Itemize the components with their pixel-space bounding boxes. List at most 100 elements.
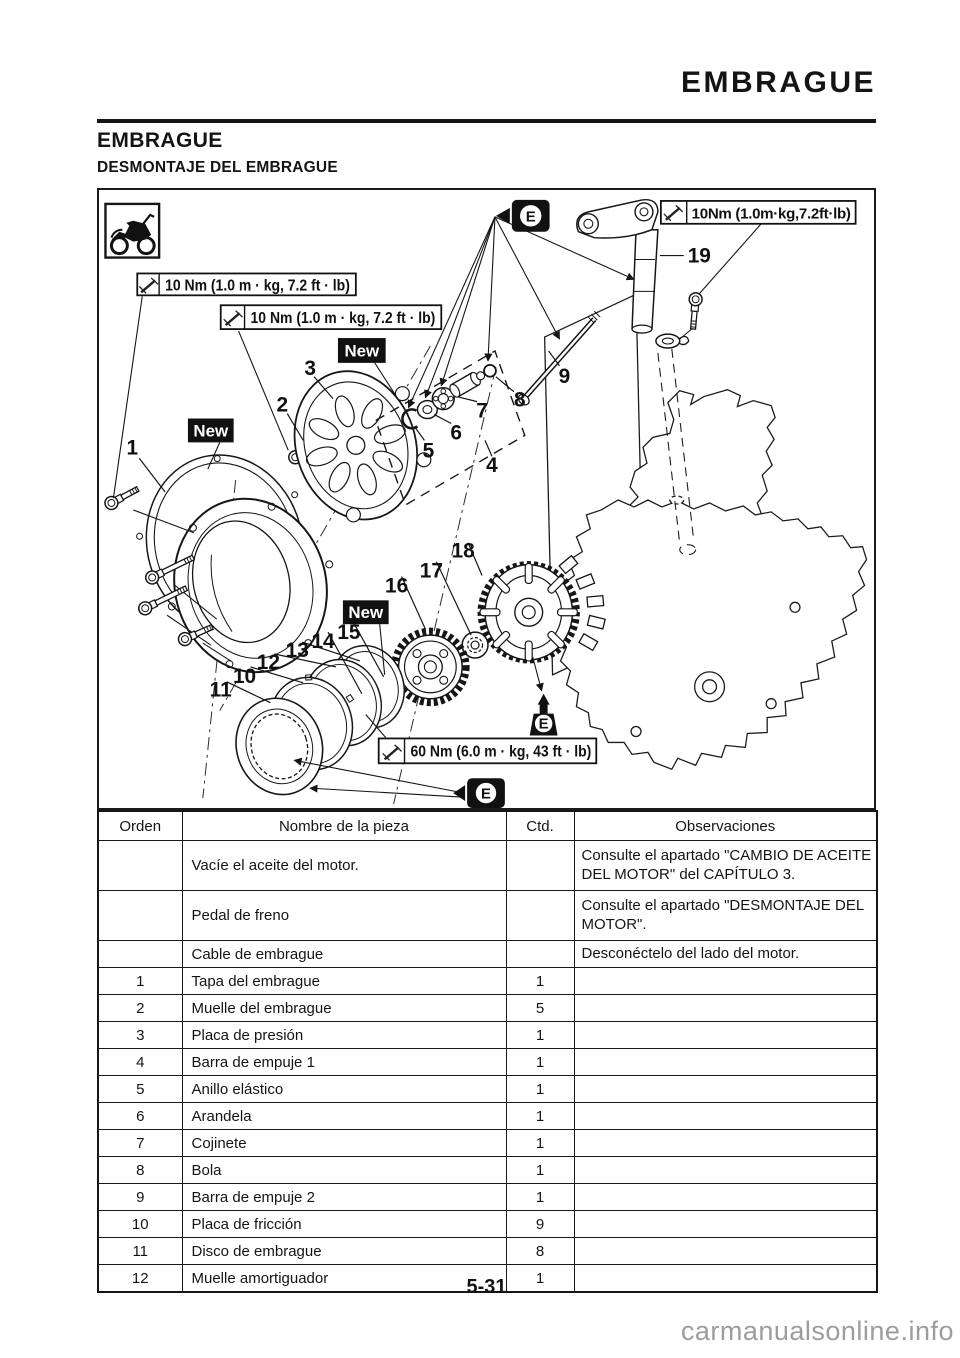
col-header-orden: Orden bbox=[97, 810, 183, 841]
cell-ctd bbox=[505, 940, 575, 968]
gear-segments bbox=[558, 554, 606, 652]
cell-ctd bbox=[505, 890, 575, 941]
push-lever bbox=[576, 198, 659, 334]
cell-orden: 8 bbox=[97, 1156, 183, 1184]
torque-callout-text: 10Nm (1.0m·kg,7.2ft·lb) bbox=[692, 206, 851, 222]
parts-table: Orden Nombre de la pieza Ctd. Observacio… bbox=[97, 810, 878, 1293]
washer bbox=[416, 399, 439, 420]
cell-ctd bbox=[505, 840, 575, 891]
parts-table-body: Vacíe el aceite del motor. Consulte el ap… bbox=[97, 840, 878, 1293]
header-rule bbox=[97, 119, 876, 123]
torque-callout-cover-2: 10 Nm (1.0 m · kg, 7.2 ft · lb) bbox=[219, 304, 443, 451]
cell-observaciones bbox=[573, 1075, 878, 1103]
cell-observaciones bbox=[573, 1156, 878, 1184]
part-label-3: 3 bbox=[304, 357, 316, 380]
cell-observaciones: Consulte el apartado "DESMONTAJE DEL MOT… bbox=[573, 890, 878, 941]
cell-ctd: 5 bbox=[505, 994, 575, 1022]
oil-symbol-letter: E bbox=[539, 717, 549, 733]
cell-ctd: 1 bbox=[505, 1021, 575, 1049]
new-badge-gasket: New bbox=[187, 418, 234, 470]
cell-observaciones bbox=[573, 1210, 878, 1238]
cell-observaciones bbox=[573, 1129, 878, 1157]
cell-nombre: Cojinete bbox=[181, 1129, 507, 1157]
cell-nombre: Tapa del embrague bbox=[181, 967, 507, 995]
cell-observaciones bbox=[573, 967, 878, 995]
cell-nombre: Disco de embrague bbox=[181, 1237, 507, 1265]
cell-nombre: Vacíe el aceite del motor. bbox=[181, 840, 507, 891]
torque-callout-nut: 60 Nm (6.0 m · kg, 43 ft · lb) bbox=[365, 714, 598, 765]
part-label-18: 18 bbox=[452, 540, 475, 563]
cell-observaciones bbox=[573, 1102, 878, 1130]
cell-ctd: 8 bbox=[505, 1237, 575, 1265]
motorcycle-icon bbox=[104, 202, 161, 259]
push-rod-2 bbox=[517, 310, 601, 406]
part-label-11: 11 bbox=[210, 679, 232, 702]
col-header-ctd: Ctd. bbox=[505, 810, 575, 841]
torque-callout-cover-1: 10 Nm (1.0 m · kg, 7.2 ft · lb) bbox=[112, 272, 357, 499]
cell-ctd: 1 bbox=[505, 1102, 575, 1130]
cell-observaciones bbox=[573, 994, 878, 1022]
table-row: Vacíe el aceite del motor.Consulte el ap… bbox=[97, 840, 878, 891]
cell-orden: 3 bbox=[97, 1021, 183, 1049]
part-label-12: 12 bbox=[257, 651, 280, 674]
cell-orden: 9 bbox=[97, 1183, 183, 1211]
cell-observaciones bbox=[573, 1264, 878, 1293]
torque-callout-text: 10 Nm (1.0 m · kg, 7.2 ft · lb) bbox=[165, 277, 350, 294]
cell-observaciones: Desconéctelo del lado del motor. bbox=[573, 940, 878, 968]
oil-symbol-letter: E bbox=[526, 209, 536, 225]
cell-nombre: Placa de presión bbox=[181, 1021, 507, 1049]
part-label-10: 10 bbox=[233, 665, 256, 688]
oil-fan-lines bbox=[407, 216, 635, 409]
cell-orden: 1 bbox=[97, 967, 183, 995]
part-label-1: 1 bbox=[126, 436, 138, 459]
part-label-9: 9 bbox=[559, 365, 571, 388]
clutch-basket bbox=[477, 561, 580, 664]
part-label-13: 13 bbox=[286, 639, 309, 662]
cell-nombre: Placa de fricción bbox=[181, 1210, 507, 1238]
cell-orden: 10 bbox=[97, 1210, 183, 1238]
part-label-16: 16 bbox=[385, 574, 408, 597]
pressure-plate bbox=[293, 370, 432, 523]
part-label-6: 6 bbox=[450, 421, 462, 444]
push-rod-1-group-box bbox=[374, 349, 526, 506]
clutch-disc-11 bbox=[235, 697, 324, 796]
cell-orden bbox=[97, 890, 183, 941]
cell-orden: 5 bbox=[97, 1075, 183, 1103]
part-label-8: 8 bbox=[514, 389, 526, 412]
cell-nombre: Barra de empuje 1 bbox=[181, 1048, 507, 1076]
cell-orden: 2 bbox=[97, 994, 183, 1022]
cell-orden bbox=[97, 840, 183, 891]
torque-callout-text: 60 Nm (6.0 m · kg, 43 ft · lb) bbox=[410, 743, 591, 760]
table-header-row: Orden Nombre de la pieza Ctd. Observacio… bbox=[97, 810, 878, 841]
cell-ctd: 1 bbox=[505, 1183, 575, 1211]
bearing bbox=[431, 386, 455, 411]
new-badge-label: New bbox=[344, 341, 380, 360]
cell-orden: 11 bbox=[97, 1237, 183, 1265]
cell-nombre: Muelle amortiguador bbox=[181, 1264, 507, 1293]
col-header-nombre: Nombre de la pieza bbox=[181, 810, 507, 841]
new-badge-label: New bbox=[193, 421, 229, 440]
cell-ctd: 1 bbox=[505, 1129, 575, 1157]
crankcase bbox=[543, 293, 868, 771]
part-label-7: 7 bbox=[476, 400, 488, 423]
new-badge-washer: New bbox=[342, 600, 389, 675]
cover-bolt-leaders bbox=[133, 509, 231, 662]
cell-observaciones bbox=[573, 1021, 878, 1049]
cell-ctd: 9 bbox=[505, 1210, 575, 1238]
torque-callout-lever: 10Nm (1.0m·kg,7.2ft·lb) bbox=[659, 200, 857, 294]
watermark: carmanualsonline.info bbox=[680, 1316, 954, 1346]
ball bbox=[483, 363, 497, 378]
part-label-4: 4 bbox=[486, 454, 498, 477]
clutch-boss bbox=[391, 627, 470, 707]
